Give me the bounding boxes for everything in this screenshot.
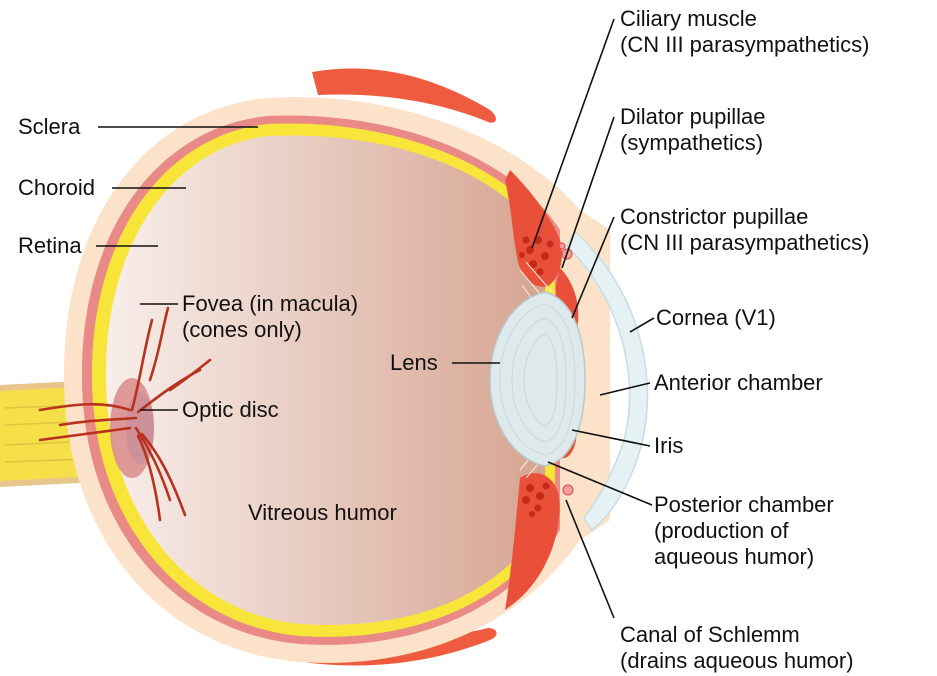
label-cornea: Cornea (V1): [656, 305, 776, 331]
label-optic-disc: Optic disc: [182, 397, 279, 423]
label-canal-of-schlemm: Canal of Schlemm (drains aqueous humor): [620, 622, 854, 674]
label-sclera: Sclera: [18, 114, 80, 140]
label-dilator-pupillae: Dilator pupillae (sympathetics): [620, 104, 766, 156]
label-anterior-chamber: Anterior chamber: [654, 370, 823, 396]
label-fovea: Fovea (in macula) (cones only): [182, 291, 358, 343]
label-retina: Retina: [18, 233, 82, 259]
label-iris: Iris: [654, 433, 683, 459]
label-choroid: Choroid: [18, 175, 95, 201]
label-vitreous-humor: Vitreous humor: [248, 500, 397, 526]
vitreous-body: [106, 135, 545, 624]
label-posterior-chamber: Posterior chamber (production of aqueous…: [654, 492, 834, 570]
label-constrictor-pupillae: Constrictor pupillae (CN III parasympath…: [620, 204, 869, 256]
label-lens: Lens: [390, 350, 438, 376]
label-ciliary-muscle: Ciliary muscle (CN III parasympathetics): [620, 6, 869, 58]
